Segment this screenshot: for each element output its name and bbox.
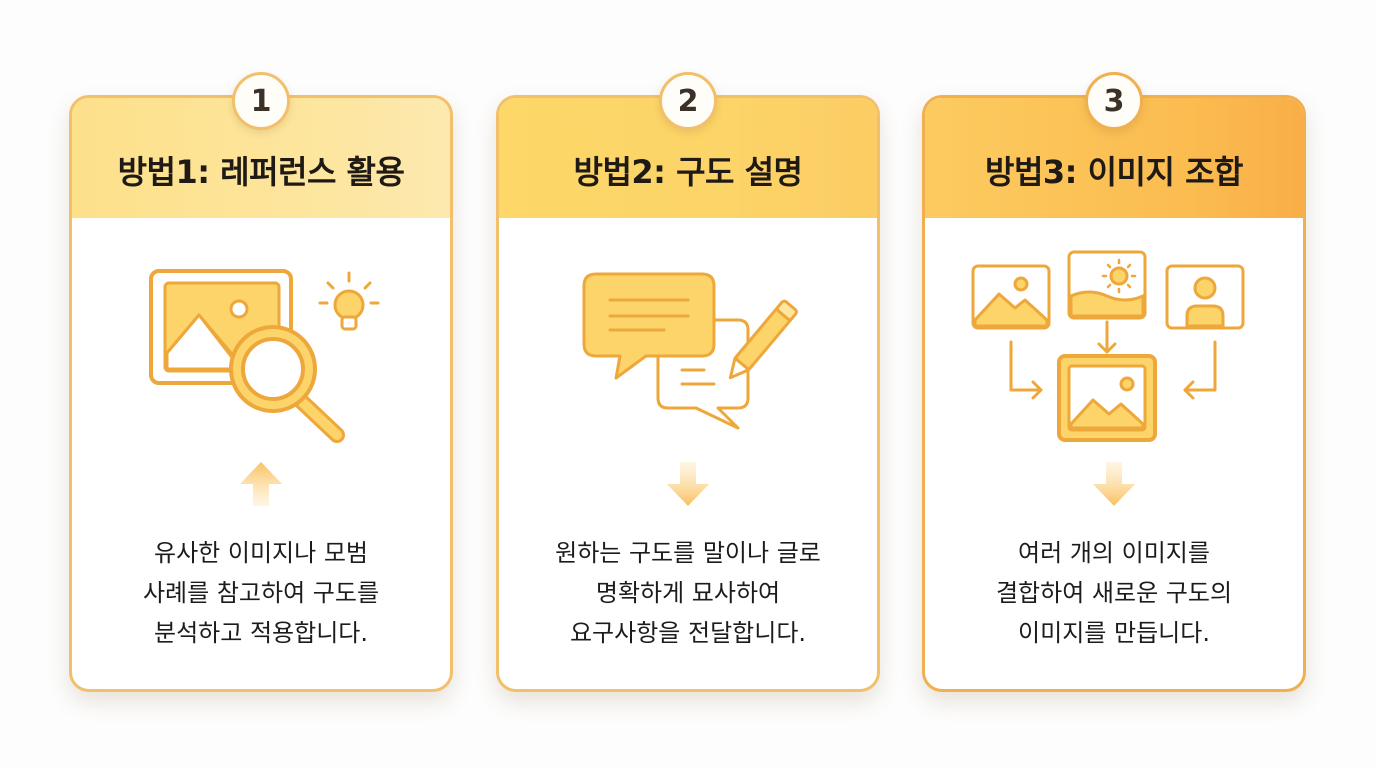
method-card-3: 3 방법3: 이미지 조합 — [922, 72, 1306, 692]
description-line: 원하는 구도를 말이나 글로 — [555, 539, 821, 567]
images-combine-icon — [925, 248, 1303, 448]
arrow-down-icon — [1089, 460, 1139, 508]
card-title: 방법2: 구도 설명 — [573, 153, 803, 191]
description-line: 요구사항을 전달합니다. — [569, 619, 807, 647]
card-description: 원하는 구도를 말이나 글로 명확하게 묘사하여 요구사항을 전달합니다. — [499, 533, 877, 653]
arrow-down-icon — [663, 460, 713, 508]
arrow-up-icon — [236, 460, 286, 508]
description-line: 결합하여 새로운 구도의 — [995, 579, 1233, 607]
card-description: 유사한 이미지나 모범 사례를 참고하여 구도를 분석하고 적용합니다. — [72, 533, 450, 653]
description-line: 사례를 참고하여 구도를 — [142, 579, 380, 607]
step-number-badge: 2 — [659, 72, 717, 130]
method-card-2: 2 방법2: 구도 설명 — [496, 72, 880, 692]
description-line: 분석하고 적용합니다. — [154, 619, 368, 647]
step-number-badge: 3 — [1085, 72, 1143, 130]
card-title: 방법1: 레퍼런스 활용 — [117, 153, 405, 191]
card-header: 방법3: 이미지 조합 — [925, 98, 1303, 218]
image-magnifier-lightbulb-icon — [72, 248, 450, 448]
description-line: 이미지를 만듭니다. — [1018, 619, 1210, 647]
card-title: 방법3: 이미지 조합 — [985, 153, 1243, 191]
speech-bubbles-pencil-icon — [499, 248, 877, 448]
step-number-badge: 1 — [232, 72, 290, 130]
description-line: 여러 개의 이미지를 — [1018, 539, 1210, 567]
description-line: 명확하게 묘사하여 — [595, 579, 781, 607]
description-line: 유사한 이미지나 모범 — [154, 539, 368, 567]
card-description: 여러 개의 이미지를 결합하여 새로운 구도의 이미지를 만듭니다. — [925, 533, 1303, 653]
method-card-1: 1 방법1: 레퍼런스 활용 — [69, 72, 453, 692]
